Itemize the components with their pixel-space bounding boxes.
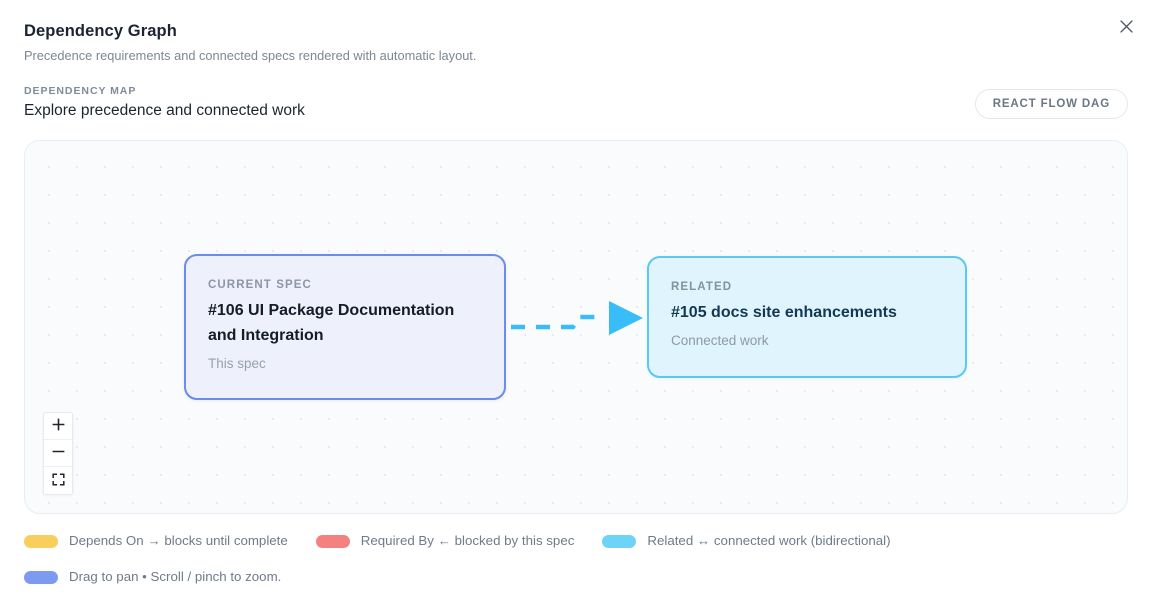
flow-layer[interactable]: CURRENT SPEC #106 UI Package Documentati… [25, 141, 1127, 513]
legend-row-relations: Depends On → blocks until complete Requi… [24, 528, 1128, 554]
zoom-out-button[interactable] [44, 440, 72, 467]
status-badge[interactable]: REACT FLOW DAG [974, 89, 1128, 119]
legend: Depends On → blocks until complete Requi… [24, 528, 1128, 590]
node-meta: Connected work [671, 333, 769, 348]
edge-current-to-related [511, 301, 643, 335]
legend-swatch-depends-on [24, 534, 58, 548]
minus-icon [52, 445, 65, 461]
node-kind-label: CURRENT SPEC [208, 279, 312, 291]
legend-item-pan-zoom: Drag to pan • Scroll / pinch to zoom. [24, 568, 281, 586]
close-icon [1119, 19, 1134, 37]
legend-item-depends-on: Depends On → blocks until complete [24, 532, 288, 550]
legend-label: Required By ← blocked by this spec [360, 533, 575, 548]
zoom-in-button[interactable] [44, 413, 72, 440]
legend-swatch-related [602, 534, 637, 548]
page-subtitle: Precedence requirements and connected sp… [24, 48, 477, 63]
legend-label: Related ↔ connected work (bidirectional) [647, 533, 891, 548]
legend-label: Depends On → blocks until complete [69, 533, 288, 548]
fit-view-button[interactable] [44, 467, 72, 494]
node-meta: This spec [208, 356, 266, 371]
fit-view-icon [51, 472, 65, 489]
graph-node-current-spec[interactable]: CURRENT SPEC #106 UI Package Documentati… [184, 254, 506, 400]
legend-swatch-pan-zoom [24, 570, 58, 584]
zoom-controls[interactable] [43, 412, 73, 495]
legend-swatch-required-by [315, 534, 350, 548]
legend-item-required-by: Required By ← blocked by this spec [315, 532, 575, 550]
page-title: Dependency Graph [24, 22, 177, 40]
modal-header: Dependency Graph Precedence requirements… [24, 20, 1104, 65]
plus-icon [52, 418, 65, 434]
section-eyebrow: DEPENDENCY MAP [24, 85, 137, 97]
close-button[interactable] [1112, 14, 1140, 42]
section-bar: DEPENDENCY MAP Explore precedence and co… [24, 84, 1128, 126]
node-kind-label: RELATED [671, 281, 733, 293]
legend-item-related: Related ↔ connected work (bidirectional) [602, 532, 891, 550]
node-title: #106 UI Package Documentation and Integr… [208, 302, 455, 344]
node-title: #105 docs site enhancements [671, 304, 897, 321]
legend-row-hint: Drag to pan • Scroll / pinch to zoom. [24, 564, 1128, 590]
section-title: Explore precedence and connected work [24, 102, 305, 119]
graph-canvas[interactable]: CURRENT SPEC #106 UI Package Documentati… [24, 140, 1128, 514]
graph-node-related-spec[interactable]: RELATED #105 docs site enhancements Conn… [647, 256, 967, 378]
legend-label: Drag to pan • Scroll / pinch to zoom. [69, 569, 282, 584]
